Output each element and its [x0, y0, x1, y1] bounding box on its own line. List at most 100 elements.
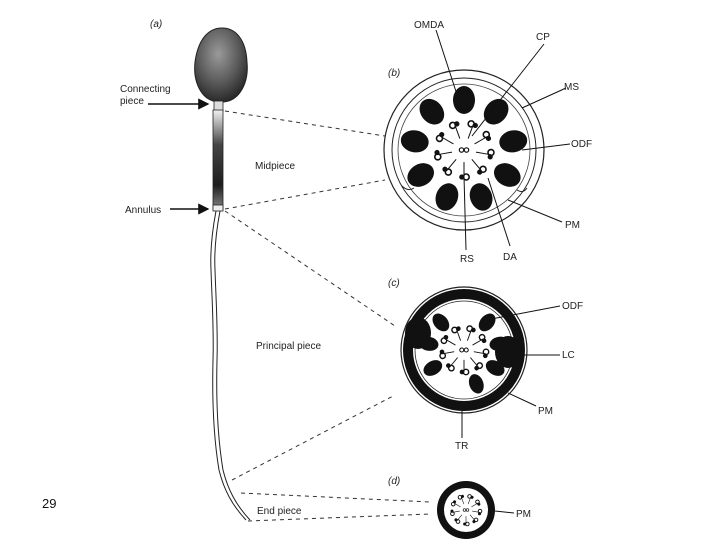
slide-number: 29 — [42, 496, 57, 511]
label-cp: CP — [536, 32, 550, 43]
radial-spoke — [437, 151, 453, 156]
radial-spoke — [454, 124, 461, 139]
radial-spoke — [453, 502, 461, 508]
microtubule-doublet — [439, 131, 445, 138]
microtubule-doublet — [443, 334, 449, 340]
radial-spoke — [444, 338, 456, 346]
label-odf-c: ODF — [562, 301, 583, 312]
microtubule-doublet — [482, 353, 488, 359]
label-tr: TR — [455, 441, 468, 452]
outer-dense-fiber — [493, 163, 521, 187]
microtubule-doublet — [442, 166, 448, 172]
radial-spoke — [474, 136, 488, 145]
sperm-head — [194, 27, 248, 103]
section-b-axoneme — [433, 120, 495, 181]
microtubule-doublet — [470, 495, 474, 499]
microtubule-doublet — [477, 512, 482, 516]
connecting-piece-neck — [213, 100, 224, 112]
outer-dense-fiber — [453, 86, 475, 114]
section-b-mitochondrial-sheath — [397, 83, 531, 217]
radial-spoke — [470, 357, 479, 368]
panel-b-label: (b) — [388, 68, 400, 79]
microtubule-doublet — [450, 509, 454, 513]
section-c-outer-dense-fibers — [418, 313, 510, 394]
microtubule-doublet — [446, 363, 451, 368]
section-b-membrane-notch-left — [401, 185, 415, 191]
label-odf-b: ODF — [571, 139, 592, 150]
outer-dense-fiber — [419, 98, 445, 125]
radial-spoke — [456, 514, 463, 521]
outer-dense-fiber — [423, 360, 443, 376]
section-d-leader — [494, 510, 515, 514]
radial-spoke — [471, 158, 482, 172]
radial-spoke — [472, 510, 480, 513]
label-ms: MS — [564, 82, 579, 93]
label-rs: RS — [460, 254, 474, 265]
connecting-piece-label: Connecting piece — [120, 84, 173, 107]
microtubule-doublet — [487, 154, 493, 160]
end-piece-label: End piece — [257, 506, 302, 517]
radial-spoke — [460, 496, 465, 505]
microtubule-doublet — [471, 327, 476, 333]
radial-spoke — [446, 158, 457, 172]
sperm-cell: (a) Connecting piece Annulus Midpiece Pr… — [120, 19, 321, 521]
principal-piece-tail — [210, 210, 251, 521]
label-lc: LC — [562, 350, 575, 361]
section-d-axoneme — [450, 494, 483, 527]
section-b-membrane-notch-right — [516, 187, 528, 193]
microtubule-doublet — [463, 522, 467, 526]
annulus-label: Annulus — [125, 205, 161, 216]
radial-spoke — [473, 351, 486, 355]
microtubule-doublet — [460, 494, 465, 498]
outer-dense-fiber — [418, 336, 439, 351]
microtubule-doublet — [459, 174, 465, 180]
central-pair-tubule — [458, 147, 465, 153]
label-pm-c: PM — [538, 406, 553, 417]
label-da: DA — [503, 252, 517, 263]
outer-dense-fiber — [478, 313, 496, 332]
central-pair-tubule — [465, 508, 470, 512]
panel-c-label: (c) — [388, 278, 400, 289]
radial-spoke — [471, 502, 479, 508]
radial-spoke — [472, 338, 484, 346]
radial-spoke — [475, 151, 491, 156]
radial-spoke — [442, 351, 455, 355]
central-pair-tubule — [463, 147, 470, 153]
radial-spoke — [440, 136, 454, 145]
microtubule-doublet — [459, 369, 465, 375]
section-b-leaders — [435, 29, 571, 251]
section-c-leaders — [461, 305, 561, 438]
outer-dense-fiber — [499, 130, 528, 153]
outer-dense-fiber — [483, 98, 509, 125]
section-d-end-piece: (d) PM — [388, 476, 531, 539]
radial-spoke — [469, 514, 476, 521]
radial-spoke — [466, 329, 472, 341]
outer-dense-fiber — [400, 130, 429, 153]
principal-piece-label: Principal piece — [256, 341, 321, 352]
microtubule-doublet — [439, 349, 445, 355]
central-pair-tubule — [463, 347, 469, 353]
projection-lines — [224, 110, 431, 522]
outer-dense-fiber — [468, 374, 484, 394]
microtubule-doublet — [452, 500, 457, 504]
section-c-axoneme — [439, 325, 490, 376]
radial-spoke — [449, 357, 458, 368]
radial-spoke — [452, 510, 460, 513]
panel-a-label: (a) — [150, 19, 162, 30]
outer-dense-fiber — [435, 183, 459, 211]
midpiece-label: Midpiece — [255, 161, 295, 172]
outer-dense-fiber — [407, 163, 435, 187]
outer-dense-fiber — [432, 313, 450, 332]
annulus-ring — [212, 204, 224, 212]
section-c-principal-piece: (c) ODF LC PM TR — [388, 278, 583, 452]
central-pair-tubule — [459, 347, 465, 353]
microtubule-doublet — [454, 121, 460, 127]
label-pm-b: PM — [565, 220, 580, 231]
section-b-outer-dense-fibers — [400, 86, 528, 211]
label-pm-d: PM — [516, 509, 531, 520]
outer-dense-fiber — [469, 183, 493, 211]
microtubule-doublet — [434, 149, 440, 156]
section-b-midpiece: (b) OMDA CP MS ODF PM DA RS — [383, 20, 592, 265]
radial-spoke — [456, 329, 462, 341]
